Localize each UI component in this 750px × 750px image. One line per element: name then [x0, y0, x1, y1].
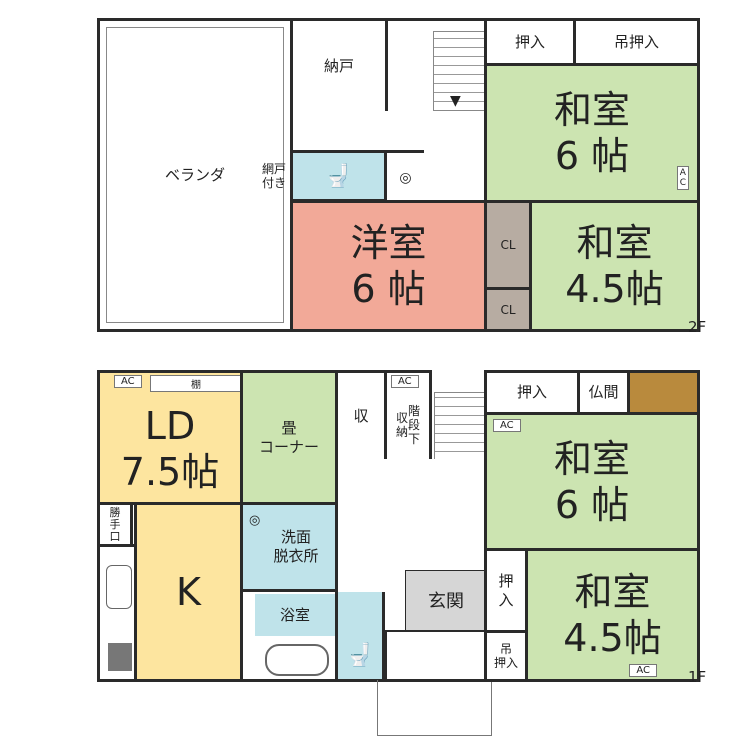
hallway-1f — [335, 459, 487, 592]
toilet-icon: 🚽 — [346, 643, 374, 668]
washitsu-6-2f: 和室 6 帖 A C — [484, 63, 700, 203]
stairs-2f: ▼ — [385, 18, 487, 114]
washroom: ◎ 洗面 脱衣所 — [240, 502, 338, 592]
tsuri-oshiire-1f: 吊 押入 — [484, 630, 528, 682]
room-label: 和室 6 帖 — [553, 88, 630, 178]
entry-porch — [377, 680, 492, 736]
oshiire-label: 押 入 — [498, 571, 514, 609]
washitsu-45-2f: 和室 4.5帖 — [529, 200, 700, 332]
sink-icon: ◎ — [249, 513, 261, 528]
storage-1f: 収 — [335, 370, 387, 462]
room-label: 洋室 6 帖 — [350, 221, 427, 311]
veranda: ベランダ — [97, 18, 293, 332]
ac-label: AC — [114, 375, 142, 388]
oshiire-1f: 押入 — [484, 370, 580, 415]
floor-label-2f: 2F — [688, 318, 707, 336]
butsuma: 仏間 — [577, 370, 630, 415]
tatami-corner: 畳 コーナー — [240, 370, 338, 505]
toilet-icon: 🚽 — [324, 163, 353, 189]
ac-label: AC — [493, 419, 521, 432]
veranda-label: ベランダ — [164, 165, 225, 184]
stairs-down-arrow-icon: ▼ — [450, 93, 461, 109]
room-label: LD 7.5帖 — [120, 403, 220, 494]
screen-door-label: 網戸 付き — [262, 162, 287, 190]
room-label: 和室 4.5帖 — [565, 221, 664, 311]
room-label: 畳 コーナー — [258, 418, 319, 456]
ac-label: A C — [676, 166, 689, 190]
closet-2-2f: CL — [484, 287, 532, 332]
closet-label: CL — [500, 238, 516, 252]
closet-label: CL — [500, 302, 516, 317]
oshiire-2f: 押入 — [484, 18, 576, 66]
oshiire-small-1f: 押 入 — [484, 548, 528, 633]
oshiire-label: 押入 — [516, 383, 547, 401]
room-label: 浴室 — [279, 605, 310, 624]
kitchen: K — [134, 502, 243, 682]
storage-label: 収 納 — [395, 411, 408, 439]
ac-label: AC — [391, 375, 419, 388]
storage-room-2f: 納戸 — [290, 18, 388, 114]
bathroom: 浴室 — [240, 589, 338, 682]
butsuma-label: 仏間 — [588, 383, 619, 401]
butsudan-space — [627, 370, 700, 415]
toilet-1f: 🚽 — [335, 589, 385, 682]
under-stairs-label: 階 段 下 — [408, 404, 421, 446]
room-label: 玄関 — [428, 590, 464, 612]
room-label: 和室 6 帖 — [553, 436, 630, 527]
ld-room: AC 棚 LD 7.5帖 — [97, 370, 243, 505]
toilet-2f: 🚽 — [290, 150, 387, 202]
shelf-label: 棚 — [150, 375, 242, 392]
room-label: K — [176, 570, 201, 614]
storage-label: 納戸 — [323, 56, 354, 75]
kitchen-sink-icon — [106, 565, 132, 609]
oshiire-label: 押入 — [514, 32, 545, 51]
storage-label: 収 — [353, 406, 369, 425]
stove-icon — [108, 643, 132, 671]
floor-label-1f: 1F — [688, 668, 707, 686]
entrance: 玄関 — [405, 570, 487, 632]
back-door: 勝 手 口 — [97, 502, 133, 547]
entry-porch-door — [384, 630, 487, 682]
sink-icon: ◎ — [399, 169, 412, 186]
tsuri-oshiire-label: 吊押入 — [613, 32, 659, 51]
youshitsu-6-2f: 洋室 6 帖 — [290, 200, 487, 332]
ac-label: AC — [629, 664, 657, 677]
room-label: 和室 4.5帖 — [563, 570, 662, 660]
room-label: 洗面 脱衣所 — [273, 528, 319, 565]
washitsu-45-1f: 和室 4.5帖 AC — [525, 548, 700, 682]
tsuri-oshiire-2f: 吊押入 — [573, 18, 700, 66]
under-stairs-storage: AC 収 納 階 段 下 — [384, 370, 432, 462]
back-door-label: 勝 手 口 — [109, 505, 121, 543]
closet-1-2f: CL — [484, 200, 532, 290]
kitchen-counter — [97, 544, 137, 682]
tsuri-oshiire-label: 吊 押入 — [493, 642, 518, 670]
bathtub-icon — [265, 644, 329, 676]
washitsu-6-1f: AC 和室 6 帖 — [484, 412, 700, 551]
hand-sink-2f: ◎ — [384, 150, 424, 202]
